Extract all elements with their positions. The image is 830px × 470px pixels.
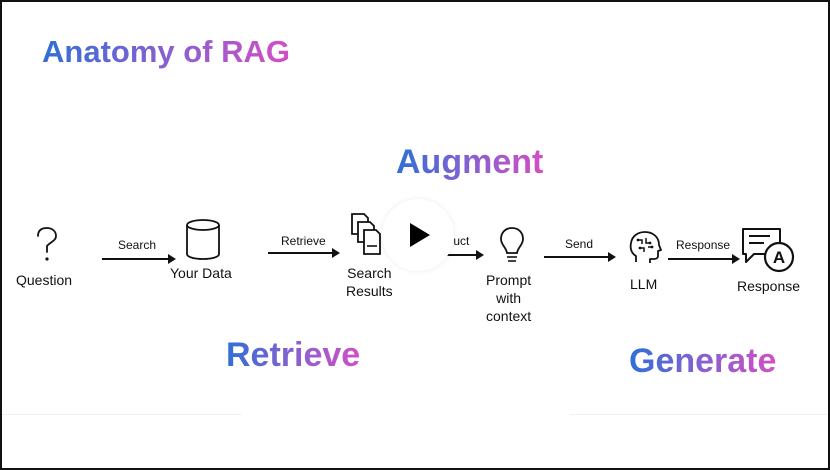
documents-icon — [351, 213, 381, 255]
chat-response-icon: A — [742, 228, 795, 273]
node-prompt-line1: Prompt — [486, 272, 532, 288]
svg-text:A: A — [773, 248, 785, 267]
arrow-search — [102, 254, 176, 263]
node-search-results-line1: Search — [347, 265, 392, 281]
edge-label-response: Response — [676, 238, 731, 252]
slide-title: Anatomy of RAG — [42, 34, 290, 69]
node-llm: LLM — [630, 276, 658, 292]
arrow-retrieve — [268, 248, 340, 257]
node-prompt-line3: context — [486, 308, 532, 324]
brain-head-icon — [629, 231, 662, 263]
node-response: Response — [737, 278, 801, 294]
node-search-results-line2: Results — [346, 283, 393, 299]
node-prompt: Prompt with context — [486, 271, 531, 325]
video-bottom-strip — [2, 413, 828, 468]
stage-augment: Augment — [396, 143, 544, 181]
node-question: Question — [16, 272, 73, 288]
play-button[interactable] — [382, 199, 454, 271]
arrow-response — [668, 254, 740, 263]
video-bottom-strip-center — [242, 413, 570, 468]
lightbulb-icon — [500, 227, 524, 262]
node-search-results: Search Results — [346, 264, 393, 300]
edge-label-retrieve: Retrieve — [281, 234, 326, 248]
stage-generate: Generate — [629, 342, 777, 380]
arrow-send — [544, 252, 616, 261]
database-icon — [186, 219, 220, 260]
node-your-data: Your Data — [170, 265, 232, 281]
question-mark-icon — [37, 227, 57, 261]
edge-label-send: Send — [565, 237, 594, 251]
node-prompt-line2: with — [496, 290, 522, 306]
edge-label-search: Search — [118, 238, 157, 252]
stage-retrieve: Retrieve — [226, 336, 361, 374]
